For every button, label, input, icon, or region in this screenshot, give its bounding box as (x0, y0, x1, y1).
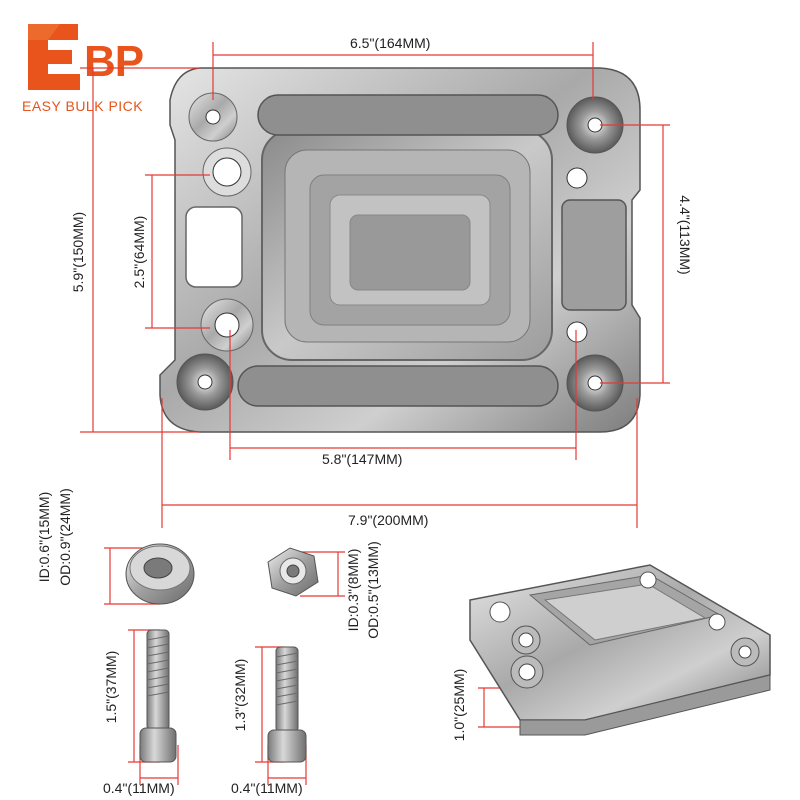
logo-mark (28, 24, 80, 90)
shifter-plate (159, 67, 641, 433)
logo-tagline: EASY BULK PICK (22, 98, 144, 114)
dim-nut-od: OD:0.5"(13MM) (365, 541, 381, 639)
lock-nut (267, 547, 319, 597)
spacer-washer (125, 543, 195, 605)
bolt-short (267, 646, 307, 763)
dim-right-height: 4.4"(113MM) (677, 195, 693, 275)
dim-spacer-od: OD:0.9"(24MM) (57, 488, 73, 586)
dim-inner-height: 2.5"(64MM) (131, 215, 147, 289)
dimension-lines (80, 42, 670, 785)
logo-text: BP (84, 37, 144, 86)
dim-top-width: 6.5"(164MM) (350, 35, 431, 51)
dim-bolt1-length: 1.5"(37MM) (103, 650, 119, 724)
dim-nut-id: ID:0.3"(8MM) (345, 548, 361, 632)
plate-angled-view (469, 564, 771, 736)
dim-overall-width: 7.9"(200MM) (348, 512, 429, 528)
dim-left-height: 5.9"(150MM) (70, 211, 86, 293)
dim-bolt1-width: 0.4"(11MM) (103, 780, 175, 796)
bolt-long (139, 629, 177, 763)
dim-bolt2-length: 1.3"(32MM) (232, 658, 248, 732)
dim-spacer-id: ID:0.6"(15MM) (36, 491, 52, 583)
dim-hole-span: 5.8"(147MM) (322, 451, 403, 467)
dim-bolt2-width: 0.4"(11MM) (231, 780, 303, 796)
dim-plate-thickness: 1.0"(25MM) (451, 668, 467, 742)
